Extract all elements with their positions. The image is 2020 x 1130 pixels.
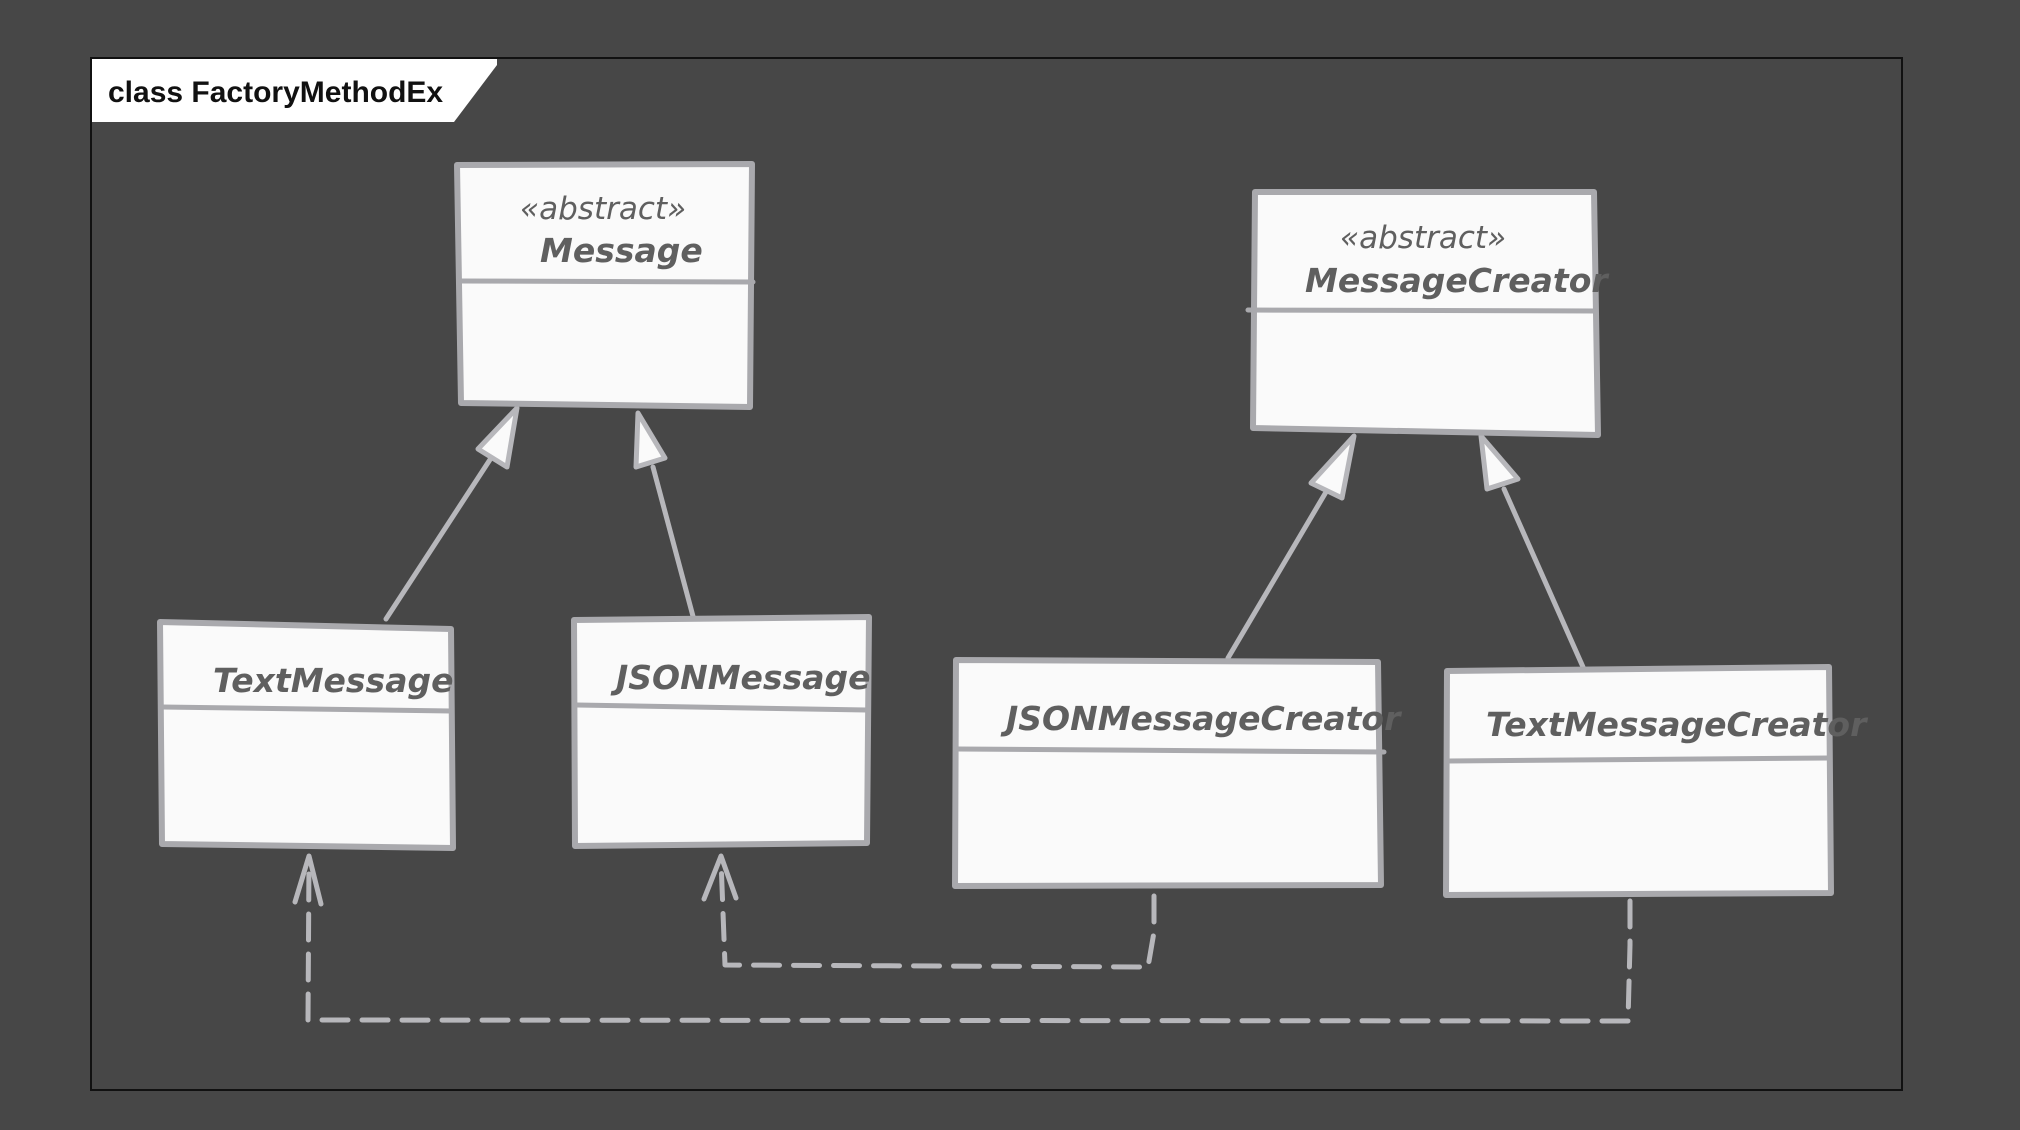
generalization-json-creator-to-message-creator: [1225, 433, 1357, 661]
dependency-arrowhead: [292, 853, 324, 907]
generalization-arrowhead: [1478, 433, 1521, 492]
class-box: [454, 161, 755, 410]
generalization-line: [1225, 489, 1329, 661]
class-box: [571, 614, 872, 849]
class-divider: [574, 702, 869, 713]
class-box: [1250, 189, 1601, 438]
dependency-arrowhead: [701, 853, 739, 902]
generalization-arrowhead: [475, 405, 520, 470]
class-name: TextMessageCreator: [1486, 705, 1868, 744]
class-box: [157, 619, 456, 851]
class-json-message[interactable]: JSONMessage: [571, 614, 872, 849]
class-name: MessageCreator: [1305, 261, 1609, 300]
class-box: [952, 657, 1384, 889]
class-stereotype: «abstract»: [520, 191, 686, 227]
class-box: [1443, 664, 1834, 898]
dependency-line: [305, 857, 1633, 1024]
class-message[interactable]: «abstract» Message: [454, 161, 756, 410]
class-divider: [456, 278, 756, 285]
generalization-line: [383, 452, 496, 622]
class-message-creator[interactable]: «abstract» MessageCreator: [1245, 189, 1609, 438]
class-text-message[interactable]: TextMessage: [157, 619, 456, 851]
class-stereotype: «abstract»: [1340, 220, 1506, 256]
generalization-line: [1501, 486, 1586, 670]
generalization-line: [650, 464, 697, 623]
dependency-json-creator-to-json-message: [701, 853, 1157, 970]
generalization-arrowhead: [633, 410, 668, 470]
class-json-message-creator[interactable]: JSONMessageCreator: [952, 657, 1402, 889]
generalization-json-message-to-message: [633, 410, 697, 623]
frame-border: [90, 57, 1903, 1091]
generalization-arrowhead: [1308, 433, 1357, 501]
class-name: JSONMessage: [610, 658, 871, 697]
dependency-text-creator-to-text-message: [292, 853, 1633, 1024]
class-name: Message: [540, 231, 703, 270]
class-divider: [955, 746, 1387, 755]
generalization-text-creator-to-message-creator: [1478, 433, 1586, 670]
class-text-message-creator[interactable]: TextMessageCreator: [1443, 664, 1868, 898]
frame-title: class FactoryMethodEx: [108, 76, 443, 109]
generalization-text-message-to-message: [383, 405, 520, 622]
frame-title-tab: [92, 59, 497, 122]
class-divider: [159, 704, 454, 714]
class-divider: [1245, 307, 1598, 314]
dependency-line: [718, 857, 1157, 970]
diagram-frame: class FactoryMethodEx: [90, 57, 1903, 1091]
class-name: TextMessage: [213, 661, 453, 700]
class-name: JSONMessageCreator: [1000, 699, 1402, 738]
class-divider: [1446, 755, 1832, 764]
